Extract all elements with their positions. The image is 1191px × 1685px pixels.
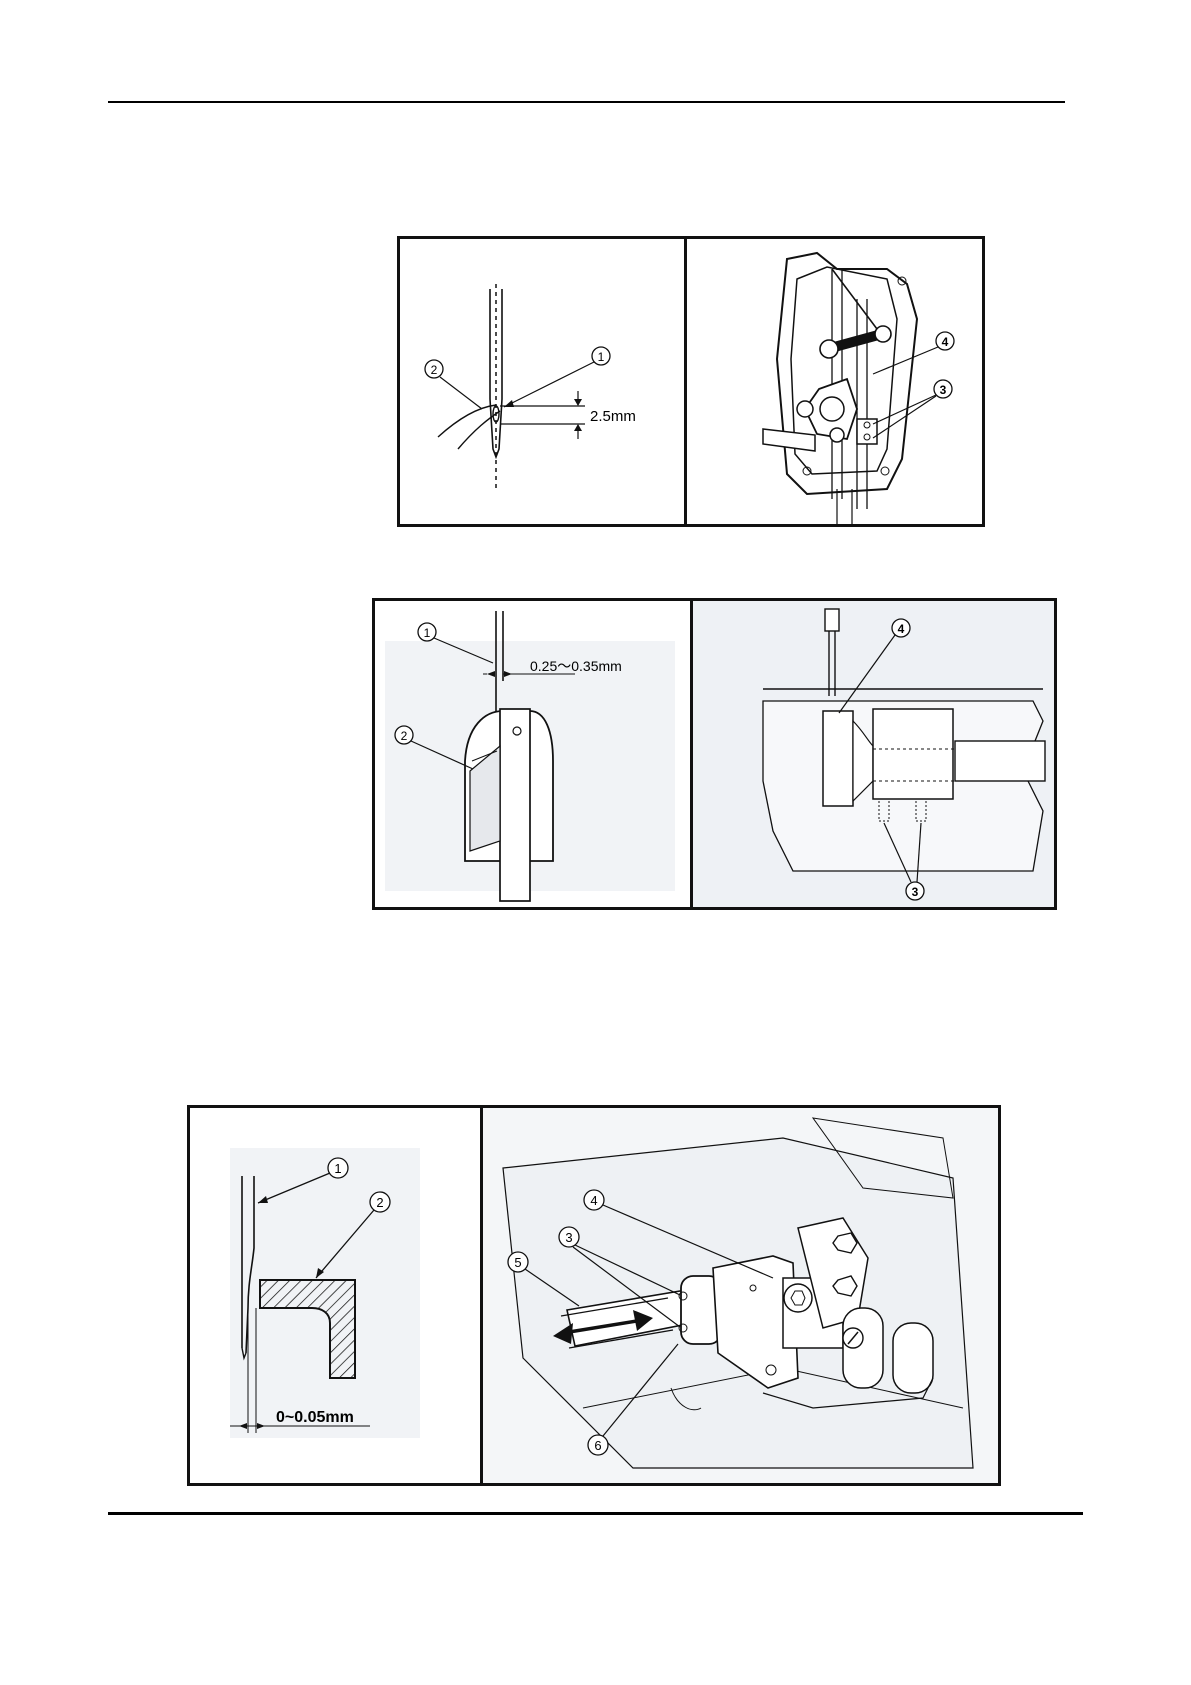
- figure1-left-panel: 2.5mm 2 1: [400, 239, 687, 524]
- dimension-label: 0.25～0.35mm: [530, 658, 622, 674]
- callout-6: 6: [594, 1438, 601, 1453]
- hook-saddle-diagram: 3 4: [693, 601, 1054, 907]
- callout-3: 3: [565, 1230, 572, 1245]
- figure-needle-height: 2.5mm 2 1: [397, 236, 985, 527]
- callout-1: 1: [424, 626, 431, 640]
- figure3-left-panel: 0~0.05mm 1 2: [190, 1108, 483, 1483]
- needle-eye-diagram: 2.5mm 2 1: [400, 239, 684, 524]
- figure2-right-panel: 3 4: [693, 601, 1054, 907]
- callout-3: 3: [940, 383, 947, 397]
- figure3-right-panel: 5 3 4 6: [483, 1108, 998, 1483]
- header-rule: [108, 101, 1065, 103]
- needle-guard-gap-diagram: 0~0.05mm 1 2: [190, 1108, 480, 1483]
- callout-4: 4: [898, 622, 905, 636]
- footer-rule: [108, 1512, 1083, 1515]
- figure1-right-panel: 4 3: [687, 239, 982, 524]
- figure2-left-panel: 0.25～0.35mm 1 2: [375, 601, 693, 907]
- callout-4: 4: [942, 335, 949, 349]
- figure-hook-clearance: 0.25～0.35mm 1 2 3: [372, 598, 1057, 910]
- callout-3: 3: [912, 885, 919, 899]
- callout-5: 5: [514, 1255, 521, 1270]
- dimension-label: 2.5mm: [590, 408, 636, 425]
- needle-bar-mechanism-diagram: 4 3: [687, 239, 982, 524]
- callout-2: 2: [431, 363, 438, 377]
- callout-2: 2: [401, 729, 408, 743]
- callout-1: 1: [334, 1161, 341, 1176]
- needle-guard-adjustment-diagram: 5 3 4 6: [483, 1108, 998, 1483]
- callout-2: 2: [376, 1195, 383, 1210]
- callout-1: 1: [598, 350, 605, 364]
- needle-hook-clearance-diagram: 0.25～0.35mm 1 2: [375, 601, 690, 907]
- dimension-label: 0~0.05mm: [276, 1409, 354, 1426]
- figure-needle-guard: 0~0.05mm 1 2: [187, 1105, 1001, 1486]
- callout-4: 4: [590, 1193, 597, 1208]
